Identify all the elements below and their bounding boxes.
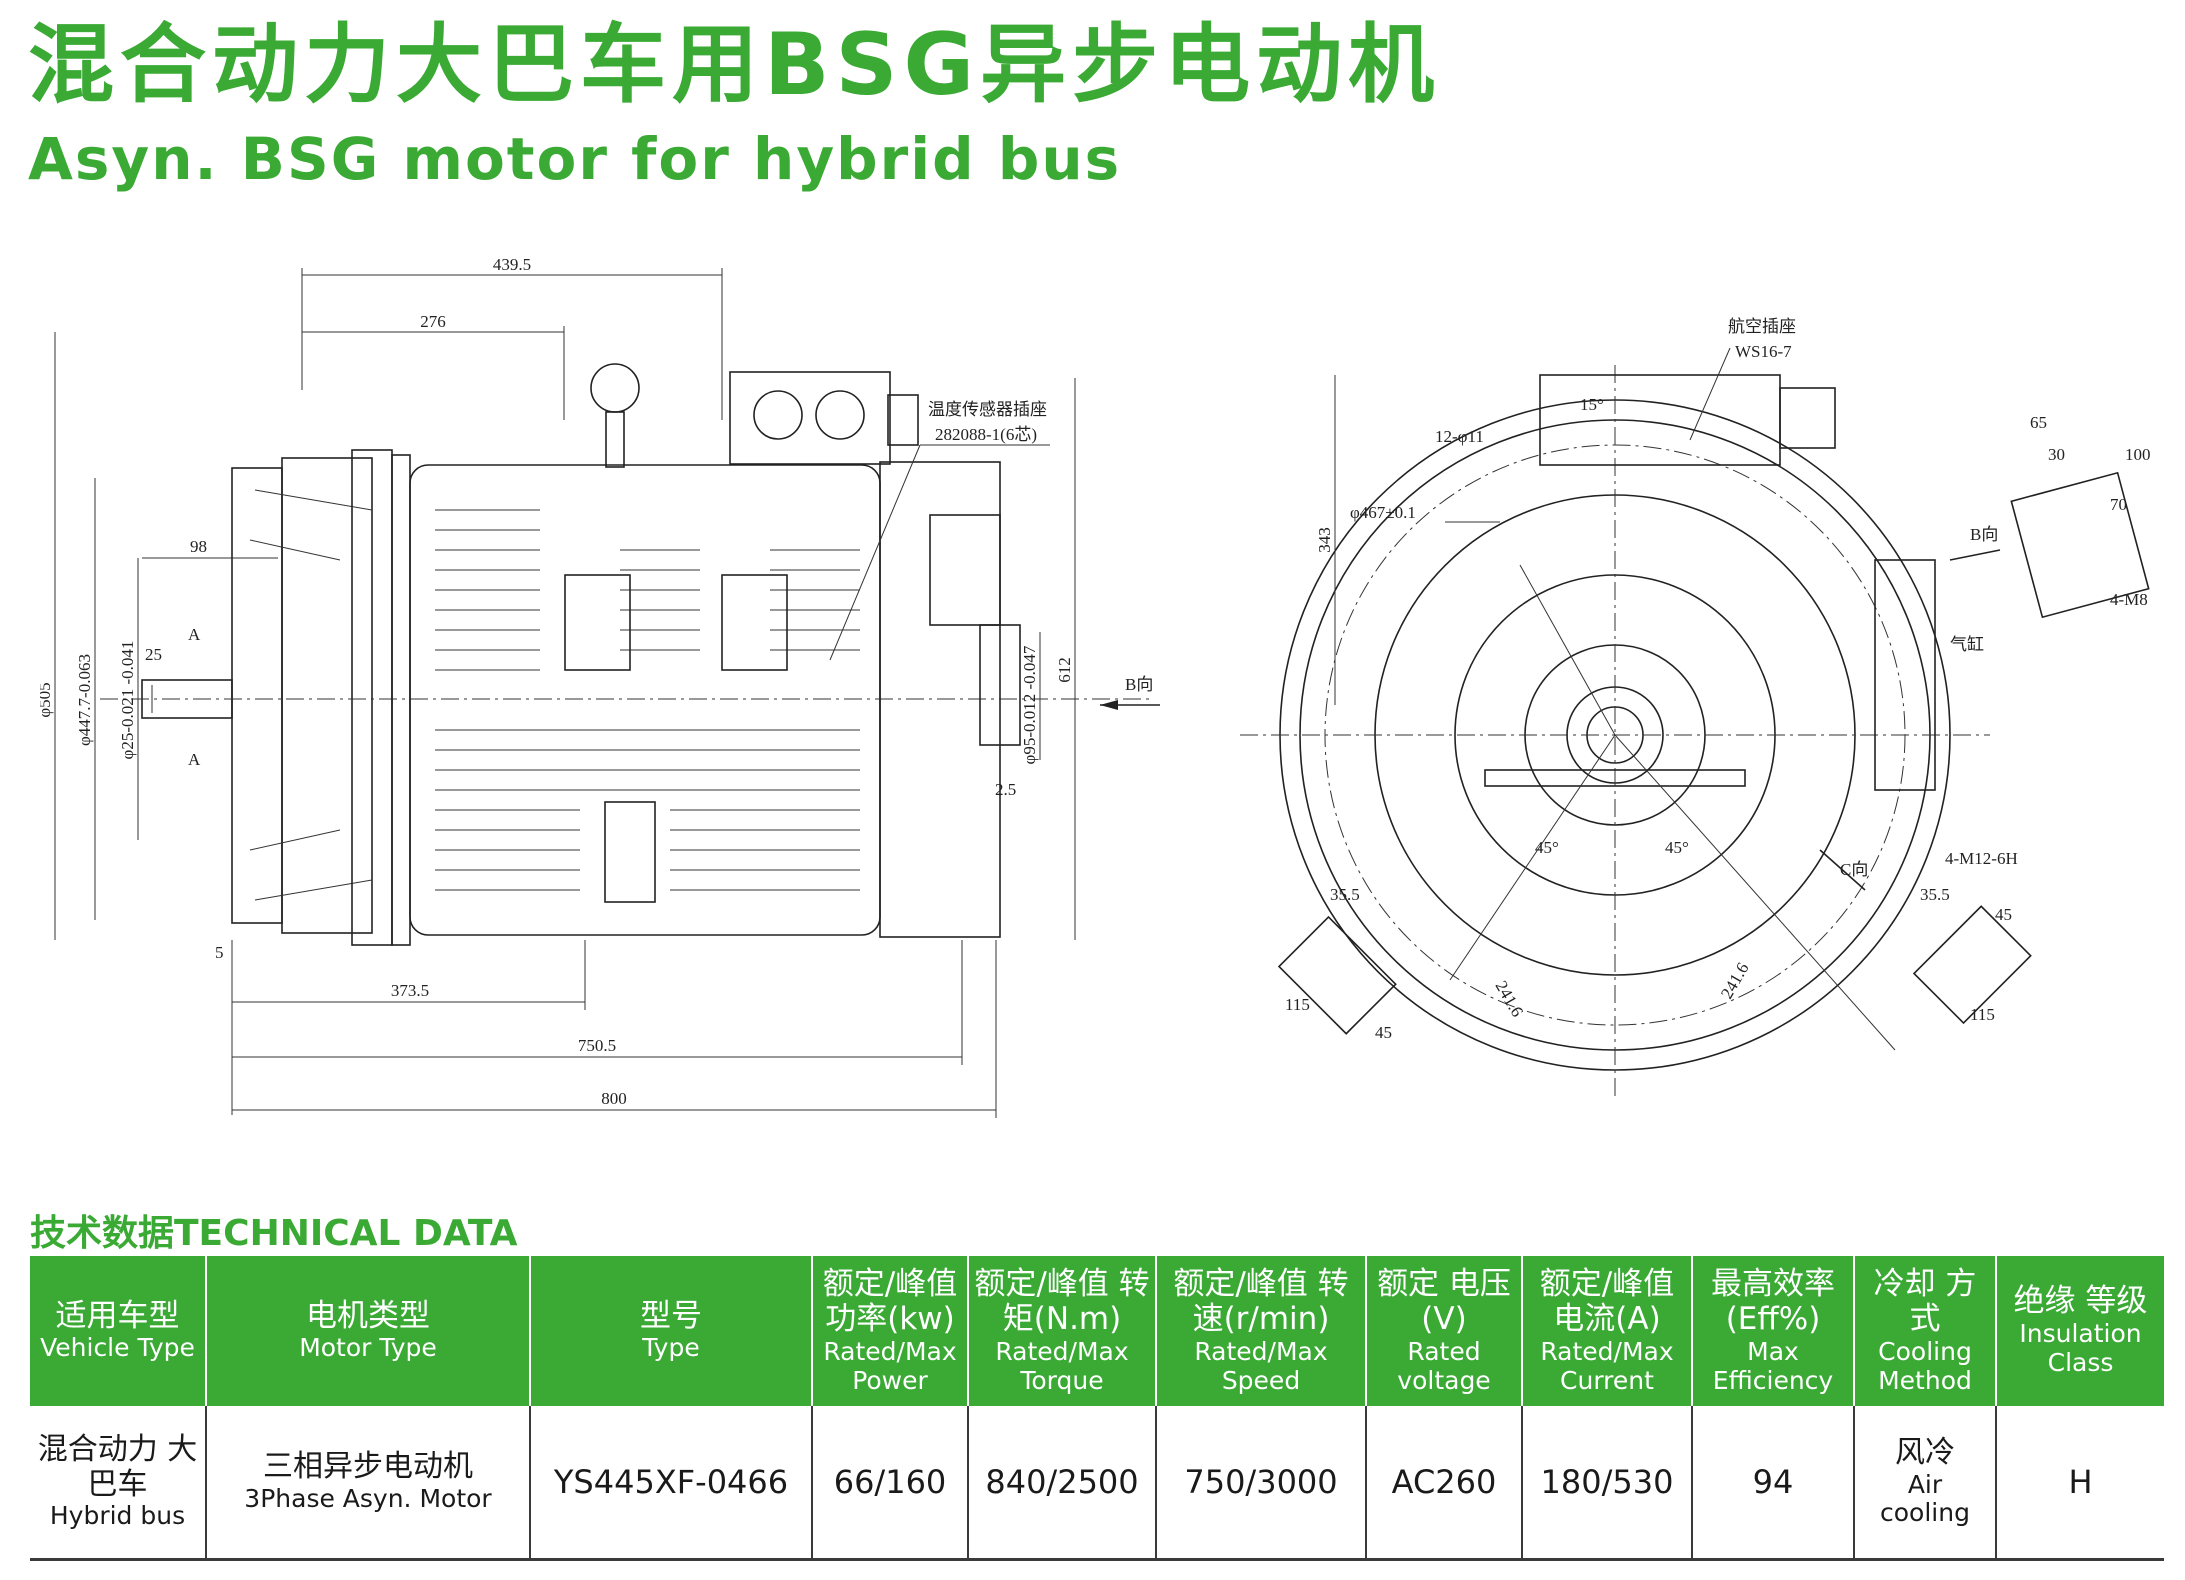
- cell-type: YS445XF-0466: [530, 1406, 813, 1561]
- dim-12-holes: 12-φ11: [1435, 427, 1484, 446]
- dim-612: 612: [1055, 657, 1074, 683]
- dim-343: 343: [1315, 527, 1334, 553]
- header-power: 额定/峰值 功率(kw)Rated/Max Power: [812, 1256, 969, 1406]
- dim-98: 98: [190, 537, 207, 556]
- dim-25: 25: [145, 645, 162, 664]
- dim-115-right: 115: [1970, 1005, 1995, 1024]
- dim-439: 439.5: [493, 255, 531, 274]
- dim-15-angle: 15°: [1580, 395, 1604, 414]
- section-a-top: A: [188, 625, 201, 644]
- cell-current: 180/530: [1522, 1406, 1693, 1561]
- sensor-label: 温度传感器插座: [928, 400, 1047, 419]
- dim-phi95: φ95-0.012 -0.047: [1020, 645, 1039, 764]
- cylinder-label: 气缸: [1950, 634, 1984, 654]
- dim-800: 800: [601, 1089, 627, 1108]
- header-torque: 额定/峰值 转矩(N.m)Rated/Max Torque: [968, 1256, 1157, 1406]
- dim-phi505: φ505: [40, 682, 54, 717]
- cell-voltage: AC260: [1366, 1406, 1523, 1561]
- c-direction-label: C向: [1840, 860, 1868, 879]
- dim-70: 70: [2110, 495, 2127, 514]
- dim-phi447: φ447.7-0.063: [75, 654, 94, 746]
- dim-m8: 4-M8: [2110, 590, 2148, 609]
- page-title: 混合动力大巴车用BSG异步电动机: [28, 15, 1441, 115]
- dim-373: 373.5: [391, 981, 429, 1000]
- dim-m12: 4-M12-6H: [1945, 849, 2018, 868]
- dim-35-5-left: 35.5: [1330, 885, 1360, 904]
- dim-100: 100: [2125, 445, 2150, 464]
- header-efficiency: 最高效率 (Eff%)Max Efficiency: [1692, 1256, 1855, 1406]
- dim-276: 276: [420, 312, 446, 331]
- motor-technical-drawing: 439.5 276: [40, 255, 2150, 1118]
- b-direction-label: B向: [1125, 675, 1153, 694]
- cell-efficiency: 94: [1692, 1406, 1855, 1561]
- dim-45-left: 45: [1375, 1023, 1392, 1042]
- dim-241-right: 241.6: [1717, 959, 1753, 1002]
- connector-label: 航空插座: [1728, 317, 1796, 336]
- dim-45-right: 45: [1995, 905, 2012, 924]
- end-view: 343 φ467±0.1 12-φ11 15° 航空插座 WS16-7 45° …: [1240, 317, 2150, 1100]
- dim-30: 30: [2048, 445, 2065, 464]
- header-speed: 额定/峰值 转速(r/min)Rated/Max Speed: [1156, 1256, 1367, 1406]
- header-voltage: 额定 电压(V)Rated voltage: [1366, 1256, 1523, 1406]
- dim-750: 750.5: [578, 1036, 616, 1055]
- cell-speed: 750/3000: [1156, 1406, 1367, 1561]
- dim-241-left: 241.6: [1492, 978, 1528, 1021]
- dim-phi25: φ25-0.021 -0.041: [118, 641, 137, 760]
- cell-torque: 840/2500: [968, 1406, 1157, 1561]
- dim-5: 5: [215, 943, 224, 962]
- dim-65: 65: [2030, 413, 2047, 432]
- header-current: 额定/峰值 电流(A)Rated/Max Current: [1522, 1256, 1693, 1406]
- technical-data-title: 技术数据TECHNICAL DATA: [30, 1213, 518, 1254]
- section-a-bottom: A: [188, 750, 201, 769]
- angle-45-left: 45°: [1535, 838, 1559, 857]
- cell-insulation: H: [1996, 1406, 2164, 1561]
- side-view: 439.5 276: [40, 255, 1160, 1118]
- page-subtitle: Asyn. BSG motor for hybrid bus: [28, 125, 1122, 193]
- dim-115-left: 115: [1285, 995, 1310, 1014]
- dim-phi467: φ467±0.1: [1350, 503, 1416, 522]
- dim-35-5-right: 35.5: [1920, 885, 1950, 904]
- b-view-label: B向: [1970, 525, 1998, 544]
- connector-part: WS16-7: [1735, 342, 1792, 361]
- sensor-part: 282088-1(6芯): [935, 425, 1037, 444]
- dim-2-5: 2.5: [995, 780, 1016, 799]
- cell-power: 66/160: [812, 1406, 969, 1561]
- angle-45-right: 45°: [1665, 838, 1689, 857]
